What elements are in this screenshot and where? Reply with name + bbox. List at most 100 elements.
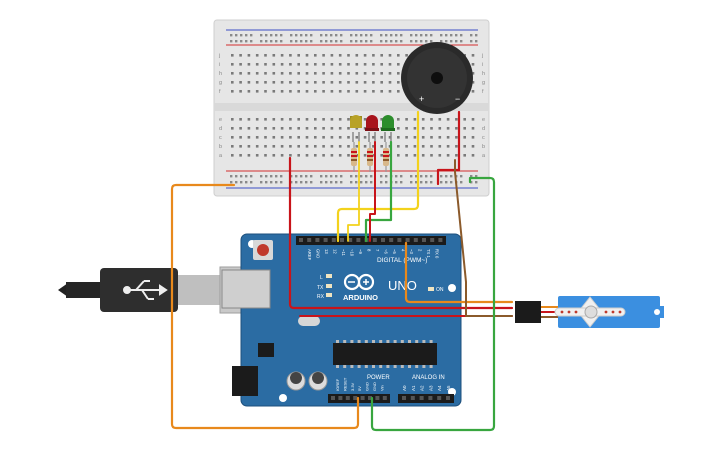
- header-pin: [315, 238, 320, 242]
- terminal-hole: [247, 127, 251, 130]
- terminal-hole: [397, 145, 400, 148]
- rail-hole: [310, 175, 313, 178]
- rail-hole: [350, 175, 353, 178]
- chip-pin: [336, 340, 339, 343]
- rail-hole: [305, 181, 308, 184]
- rail-hole: [260, 181, 263, 184]
- terminal-hole: [363, 118, 367, 121]
- terminal-hole: [397, 127, 400, 130]
- terminal-hole: [405, 136, 408, 139]
- terminal-hole: [380, 118, 383, 121]
- rail-hole: [430, 175, 433, 178]
- terminal-hole: [372, 81, 375, 84]
- led-yellow: [350, 115, 362, 142]
- rail-hole: [460, 181, 463, 184]
- piezo-buzzer: + −: [401, 42, 473, 114]
- terminal-hole: [322, 90, 325, 93]
- terminal-hole: [239, 145, 242, 148]
- terminal-hole: [305, 63, 309, 66]
- horn-hole: [618, 310, 622, 314]
- terminal-hole: [455, 136, 458, 139]
- terminal-hole: [330, 136, 334, 139]
- terminal-hole: [322, 72, 325, 75]
- power-rail-bottom: [230, 175, 478, 184]
- terminal-hole: [322, 145, 325, 148]
- header-pin: [402, 396, 406, 400]
- rail-hole: [440, 181, 443, 184]
- terminal-hole: [314, 118, 317, 121]
- breadboard-terminal-strips: [231, 54, 475, 157]
- digital-pin-label: ~6: [384, 249, 389, 254]
- terminal-hole: [239, 118, 242, 121]
- header-pin: [348, 238, 353, 242]
- terminal-hole: [239, 72, 242, 75]
- rail-hole: [340, 34, 343, 37]
- terminal-hole: [405, 54, 408, 57]
- rail-hole: [265, 34, 268, 37]
- terminal-hole: [231, 54, 234, 57]
- power-pin-label: 3.3V: [350, 382, 355, 391]
- l-label: L: [320, 275, 323, 281]
- rail-hole: [475, 40, 478, 43]
- digital-pin-label: ~9: [358, 249, 363, 254]
- chip-pin: [364, 340, 368, 343]
- terminal-hole: [380, 154, 383, 157]
- chip-pin: [408, 340, 411, 343]
- rail-hole: [250, 175, 253, 178]
- rail-hole: [380, 181, 383, 184]
- terminal-hole: [239, 90, 242, 93]
- rail-hole: [235, 181, 238, 184]
- rail-hole: [300, 34, 303, 37]
- terminal-hole: [421, 136, 425, 139]
- rail-hole: [330, 175, 333, 178]
- terminal-hole: [347, 81, 350, 84]
- terminal-hole: [338, 90, 342, 93]
- terminal-hole: [289, 81, 292, 84]
- on-label: ON: [436, 287, 444, 293]
- rail-hole: [365, 34, 368, 37]
- rail-hole: [385, 34, 388, 37]
- rail-hole: [360, 40, 363, 43]
- header-pin: [410, 396, 415, 400]
- rail-hole: [235, 40, 238, 43]
- rail-hole: [415, 40, 418, 43]
- row-letter: b: [482, 144, 485, 150]
- terminal-hole: [330, 127, 334, 130]
- terminal-hole: [363, 81, 367, 84]
- rail-hole: [235, 175, 238, 178]
- rail-hole: [430, 181, 433, 184]
- digital-pin-label: 12: [333, 249, 338, 254]
- analog-pin-label: A1: [411, 385, 416, 391]
- rail-hole: [385, 175, 388, 178]
- terminal-hole: [446, 127, 450, 130]
- rail-hole: [325, 175, 328, 178]
- analog-header: [398, 394, 454, 403]
- rail-hole: [300, 181, 303, 184]
- rail-hole: [385, 181, 388, 184]
- rail-hole: [385, 40, 388, 43]
- rail-hole: [450, 34, 453, 37]
- chip-pin: [429, 365, 433, 368]
- terminal-hole: [322, 54, 325, 57]
- header-pin: [446, 396, 450, 400]
- terminal-hole: [314, 90, 317, 93]
- rail-hole: [410, 34, 413, 37]
- rail-hole: [350, 34, 353, 37]
- servo-horn-icon: [554, 296, 626, 328]
- row-letter: h: [482, 71, 485, 77]
- wire-brown-servo-ground: [454, 159, 513, 317]
- wire-yellow-led: [347, 141, 360, 242]
- rail-hole: [450, 175, 453, 178]
- rail-hole: [335, 40, 338, 43]
- terminal-hole: [305, 127, 309, 130]
- terminal-hole: [347, 90, 350, 93]
- rail-hole: [240, 40, 243, 43]
- terminal-hole: [247, 118, 251, 121]
- terminal-hole: [338, 136, 342, 139]
- servo-connector: [515, 301, 541, 323]
- header-pin: [372, 238, 377, 242]
- terminal-hole: [289, 90, 292, 93]
- rail-hole: [330, 181, 333, 184]
- terminal-hole: [455, 154, 458, 157]
